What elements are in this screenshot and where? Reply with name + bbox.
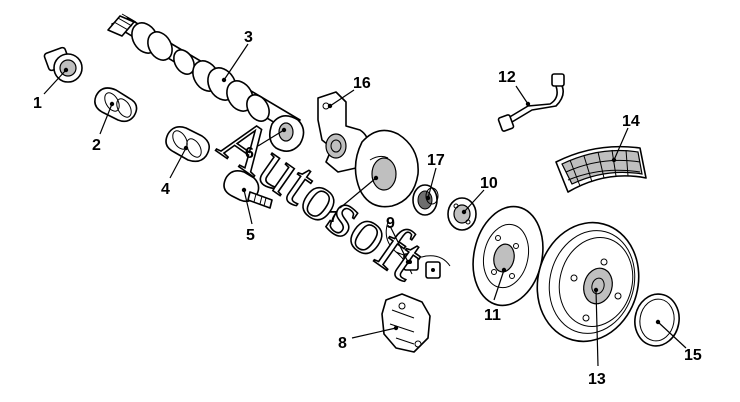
sensor-cable-part [385,221,451,279]
callout-numbers: 1 2 3 4 5 6 7 8 9 10 11 12 13 14 15 16 1… [33,29,702,388]
callout-13: 13 [588,371,606,388]
drive-shaft [107,13,301,133]
steering-knuckle-part [317,91,369,173]
callout-11: 11 [484,307,501,324]
hub-cap-part [634,293,680,347]
tire-part [555,145,647,193]
cv-boot-part [94,87,138,123]
leader-lines [43,43,687,367]
wheel-bearing-part [412,184,439,216]
brake-caliper-part [381,293,431,353]
wheel-rim-part [536,221,640,343]
callout-15: 15 [684,347,702,364]
callout-4: 4 [161,181,170,198]
inner-cv-joint-part [43,46,83,83]
callout-17: 17 [427,152,445,169]
callout-12: 12 [498,69,516,86]
callout-5: 5 [246,227,255,244]
backing-plate-part [354,129,419,208]
callout-8: 8 [338,335,347,352]
callout-16: 16 [353,75,371,92]
callout-14: 14 [622,113,640,130]
callout-3: 3 [244,29,253,46]
callout-1: 1 [33,95,42,112]
callout-6: 6 [245,145,254,162]
outer-cv-joint-part [223,170,273,209]
callout-9: 9 [386,215,395,232]
dust-shield-part [268,115,305,152]
callout-2: 2 [92,137,101,154]
callout-10: 10 [480,175,498,192]
callout-7: 7 [329,209,338,226]
boot-part [165,126,210,163]
brake-hose-part [497,73,565,132]
